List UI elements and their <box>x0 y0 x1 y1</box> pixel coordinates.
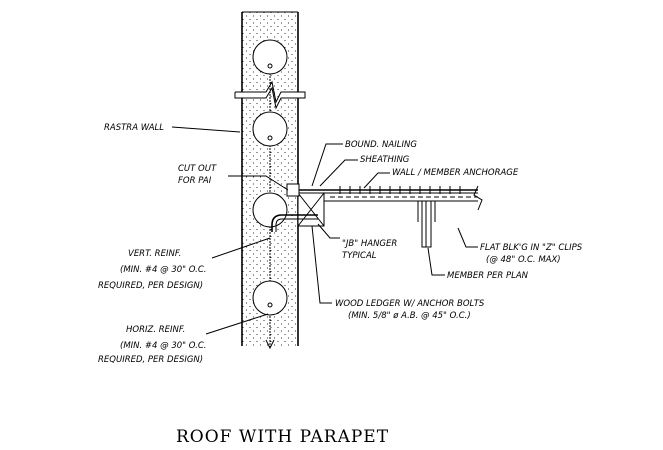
label-sheathing: SHEATHING <box>360 155 410 165</box>
label-bound-nailing: BOUND. NAILING <box>345 140 417 150</box>
nailing-ticks <box>339 186 461 194</box>
label-horiz-reinf: HORIZ. REINF. <box>126 325 185 335</box>
label-vert-reinf-3: REQUIRED, PER DESIGN) <box>98 281 203 291</box>
label-vert-reinf: VERT. REINF. <box>128 249 181 259</box>
label-horiz-reinf-3: REQUIRED, PER DESIGN) <box>98 355 203 365</box>
label-cut-out: CUT OUT <box>178 164 217 174</box>
annotations: RASTRA WALL BOUND. NAILING SHEATHING WAL… <box>98 123 583 365</box>
label-rastra-wall: RASTRA WALL <box>104 123 164 133</box>
drawing-title: ROOF WITH PARAPET <box>176 427 389 447</box>
label-jb-hanger-2: TYPICAL <box>342 251 377 261</box>
label-wood-ledger-2: (MIN. 5/8" ø A.B. @ 45" O.C.) <box>348 311 471 321</box>
wall-break-line <box>234 80 306 110</box>
label-wood-ledger: WOOD LEDGER W/ ANCHOR BOLTS <box>335 299 485 309</box>
rastra-wall <box>234 11 306 350</box>
label-flat-blkg-2: (@ 48" O.C. MAX) <box>486 255 561 265</box>
wall-core <box>252 192 288 228</box>
label-vert-reinf-2: (MIN. #4 @ 30" O.C. <box>120 265 206 275</box>
label-jb-hanger: "JB" HANGER <box>342 239 397 249</box>
label-cut-out-2: FOR PAI <box>178 176 212 186</box>
wall-core <box>252 111 288 147</box>
roof-assembly <box>271 183 483 248</box>
label-member-per-plan: MEMBER PER PLAN <box>447 271 529 281</box>
wall-core <box>252 280 288 316</box>
label-flat-blkg: FLAT BLK'G IN "Z" CLIPS <box>480 243 583 253</box>
cut-out <box>286 183 300 197</box>
label-wall-member-anchorage: WALL / MEMBER ANCHORAGE <box>392 168 519 178</box>
wall-core <box>252 39 288 75</box>
label-horiz-reinf-2: (MIN. #4 @ 30" O.C. <box>120 341 206 351</box>
leader-lines <box>171 126 478 335</box>
